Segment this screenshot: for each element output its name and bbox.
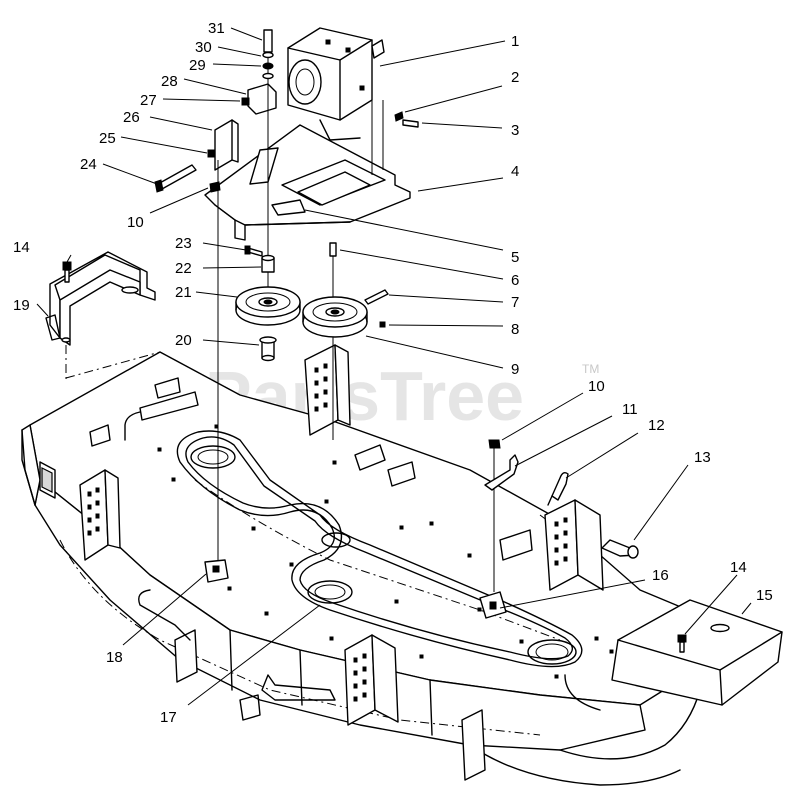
callout-7: 7 <box>511 294 519 311</box>
callout-6: 6 <box>511 272 519 289</box>
callout-14-left: 14 <box>13 239 30 256</box>
callout-28: 28 <box>161 73 178 90</box>
callout-27: 27 <box>140 92 157 109</box>
callout-5: 5 <box>511 249 519 266</box>
callout-12: 12 <box>648 417 665 434</box>
callout-25: 25 <box>99 130 116 147</box>
callout-2: 2 <box>511 69 519 86</box>
callout-22: 22 <box>175 260 192 277</box>
callout-14-right: 14 <box>730 559 747 576</box>
callout-29: 29 <box>189 57 206 74</box>
callout-10-top: 10 <box>127 214 144 231</box>
callout-23: 23 <box>175 235 192 252</box>
callout-11: 11 <box>622 401 638 418</box>
watermark-trademark: TM <box>582 362 599 376</box>
callout-21: 21 <box>175 284 192 301</box>
gearbox-assembly <box>154 27 495 592</box>
callout-15: 15 <box>756 587 773 604</box>
idler-parts <box>484 439 639 559</box>
callout-4: 4 <box>511 163 519 180</box>
callout-24: 24 <box>80 156 97 173</box>
pulleys <box>235 242 389 362</box>
mower-deck <box>21 344 721 786</box>
callout-labels: 31 30 29 28 27 26 25 24 10 14 19 23 22 2… <box>13 20 773 726</box>
callout-9: 9 <box>511 361 519 378</box>
callout-19: 19 <box>13 297 30 314</box>
belt-cover-left <box>45 251 156 380</box>
leader-lines <box>36 27 752 706</box>
callout-1: 1 <box>511 33 519 50</box>
callout-20: 20 <box>175 332 192 349</box>
callout-13: 13 <box>694 449 711 466</box>
callout-3: 3 <box>511 122 519 139</box>
deck-rivets <box>157 424 614 679</box>
belt-cover-right <box>611 599 783 706</box>
callout-30: 30 <box>195 39 212 56</box>
callout-18: 18 <box>106 649 123 666</box>
height-adjust-brackets <box>79 344 604 781</box>
callout-17: 17 <box>160 709 177 726</box>
callout-31: 31 <box>208 20 225 37</box>
callout-8: 8 <box>511 321 519 338</box>
callout-10-right: 10 <box>588 378 605 395</box>
callout-16: 16 <box>652 567 669 584</box>
callout-26: 26 <box>123 109 140 126</box>
